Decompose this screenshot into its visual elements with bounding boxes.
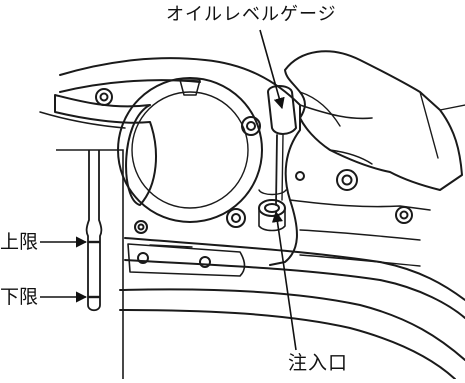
bolt-upper-left bbox=[95, 88, 113, 106]
dipstick-detail-shaft bbox=[85, 150, 103, 312]
dipstick-detail-inset bbox=[56, 149, 124, 379]
dipstick-shaft bbox=[275, 134, 278, 206]
cover-top-mark bbox=[179, 79, 201, 96]
filler-port-inner bbox=[264, 203, 280, 213]
bolt-left-low bbox=[134, 220, 148, 234]
gauge-leader-line bbox=[259, 29, 285, 110]
dipstick-cap bbox=[267, 85, 297, 135]
bolt-mid-right bbox=[241, 116, 261, 136]
filler-port-rim bbox=[258, 199, 286, 217]
round-cover-outer bbox=[117, 77, 263, 223]
bolt-far-right bbox=[395, 206, 413, 224]
crankcase-lower-edge bbox=[59, 79, 201, 93]
filler-leader-line bbox=[271, 210, 297, 351]
round-cover-inner bbox=[131, 91, 249, 209]
crankcase-outline bbox=[59, 57, 301, 266]
frame-lower bbox=[124, 237, 465, 301]
upper-limit-label: 上限 bbox=[0, 231, 39, 253]
belt-cover bbox=[54, 94, 157, 206]
bolt-lower-right bbox=[226, 208, 246, 228]
lower-limit-label: 下限 bbox=[0, 286, 39, 308]
filler-port-label: 注入口 bbox=[288, 352, 349, 374]
bolt-right bbox=[336, 169, 358, 191]
oil-level-gauge-label: オイルレベルゲージ bbox=[166, 4, 337, 25]
hand bbox=[284, 50, 463, 191]
bracket-plate bbox=[127, 243, 246, 277]
